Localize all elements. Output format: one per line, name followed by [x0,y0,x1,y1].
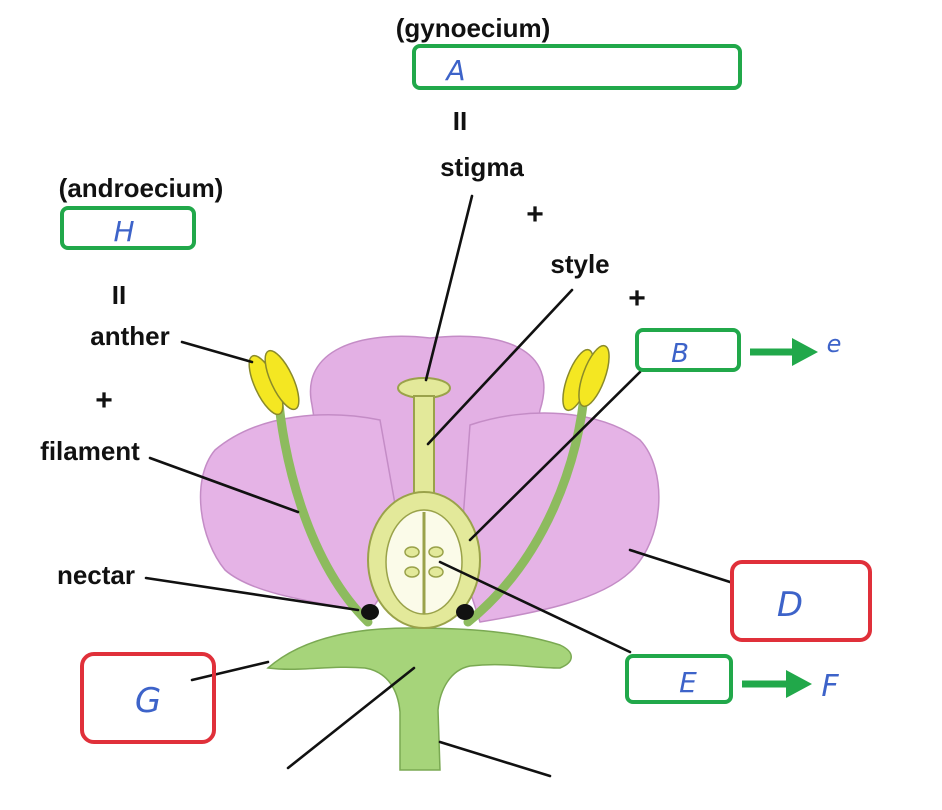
androecium-label: (androecium) [59,173,224,203]
answer-g-text: G [135,681,161,721]
left-anther [248,349,300,416]
anther-label: anther [90,321,169,351]
right-petal [459,412,660,623]
style-shape [413,395,435,501]
gynoecium-equals-sign: II [453,106,467,136]
plus-after-style: + [628,282,646,315]
flower-illustration [199,335,660,771]
stigma-label: stigma [440,152,524,182]
ovules [404,546,444,578]
answer-box-a[interactable]: A [412,44,742,90]
answer-e-text: E [679,666,697,699]
answer-box-b[interactable]: B [635,328,741,372]
arrow-e-target-text: F [821,669,839,704]
gynoecium-label: (gynoecium) [396,13,551,43]
arrow-from-e [742,670,812,698]
left-filament [273,387,373,627]
arrow-b-target-text: e [827,330,842,358]
sepals [266,627,572,771]
answer-a-text: A [444,54,465,87]
plus-after-stigma: + [526,198,544,231]
pistil [367,377,481,629]
answer-box-h[interactable]: H [60,206,196,250]
plus-after-anther: + [95,384,113,417]
answer-box-e[interactable]: E [625,654,733,704]
answer-box-d[interactable]: D [730,560,872,642]
right-filament [463,380,590,627]
left-nectary [361,604,379,620]
nectar-label: nectar [57,560,135,590]
answer-b-text: B [671,339,689,369]
answer-h-text: H [113,215,134,248]
style-label: style [550,249,609,279]
filament-label: filament [40,436,140,466]
pointer-lines [144,194,732,778]
right-anther [562,344,610,412]
answer-d-text: D [777,585,803,625]
androecium-equals-sign: II [112,280,126,310]
arrow-from-b [750,338,818,366]
right-nectary [456,604,474,620]
answer-box-g[interactable]: G [80,652,216,744]
